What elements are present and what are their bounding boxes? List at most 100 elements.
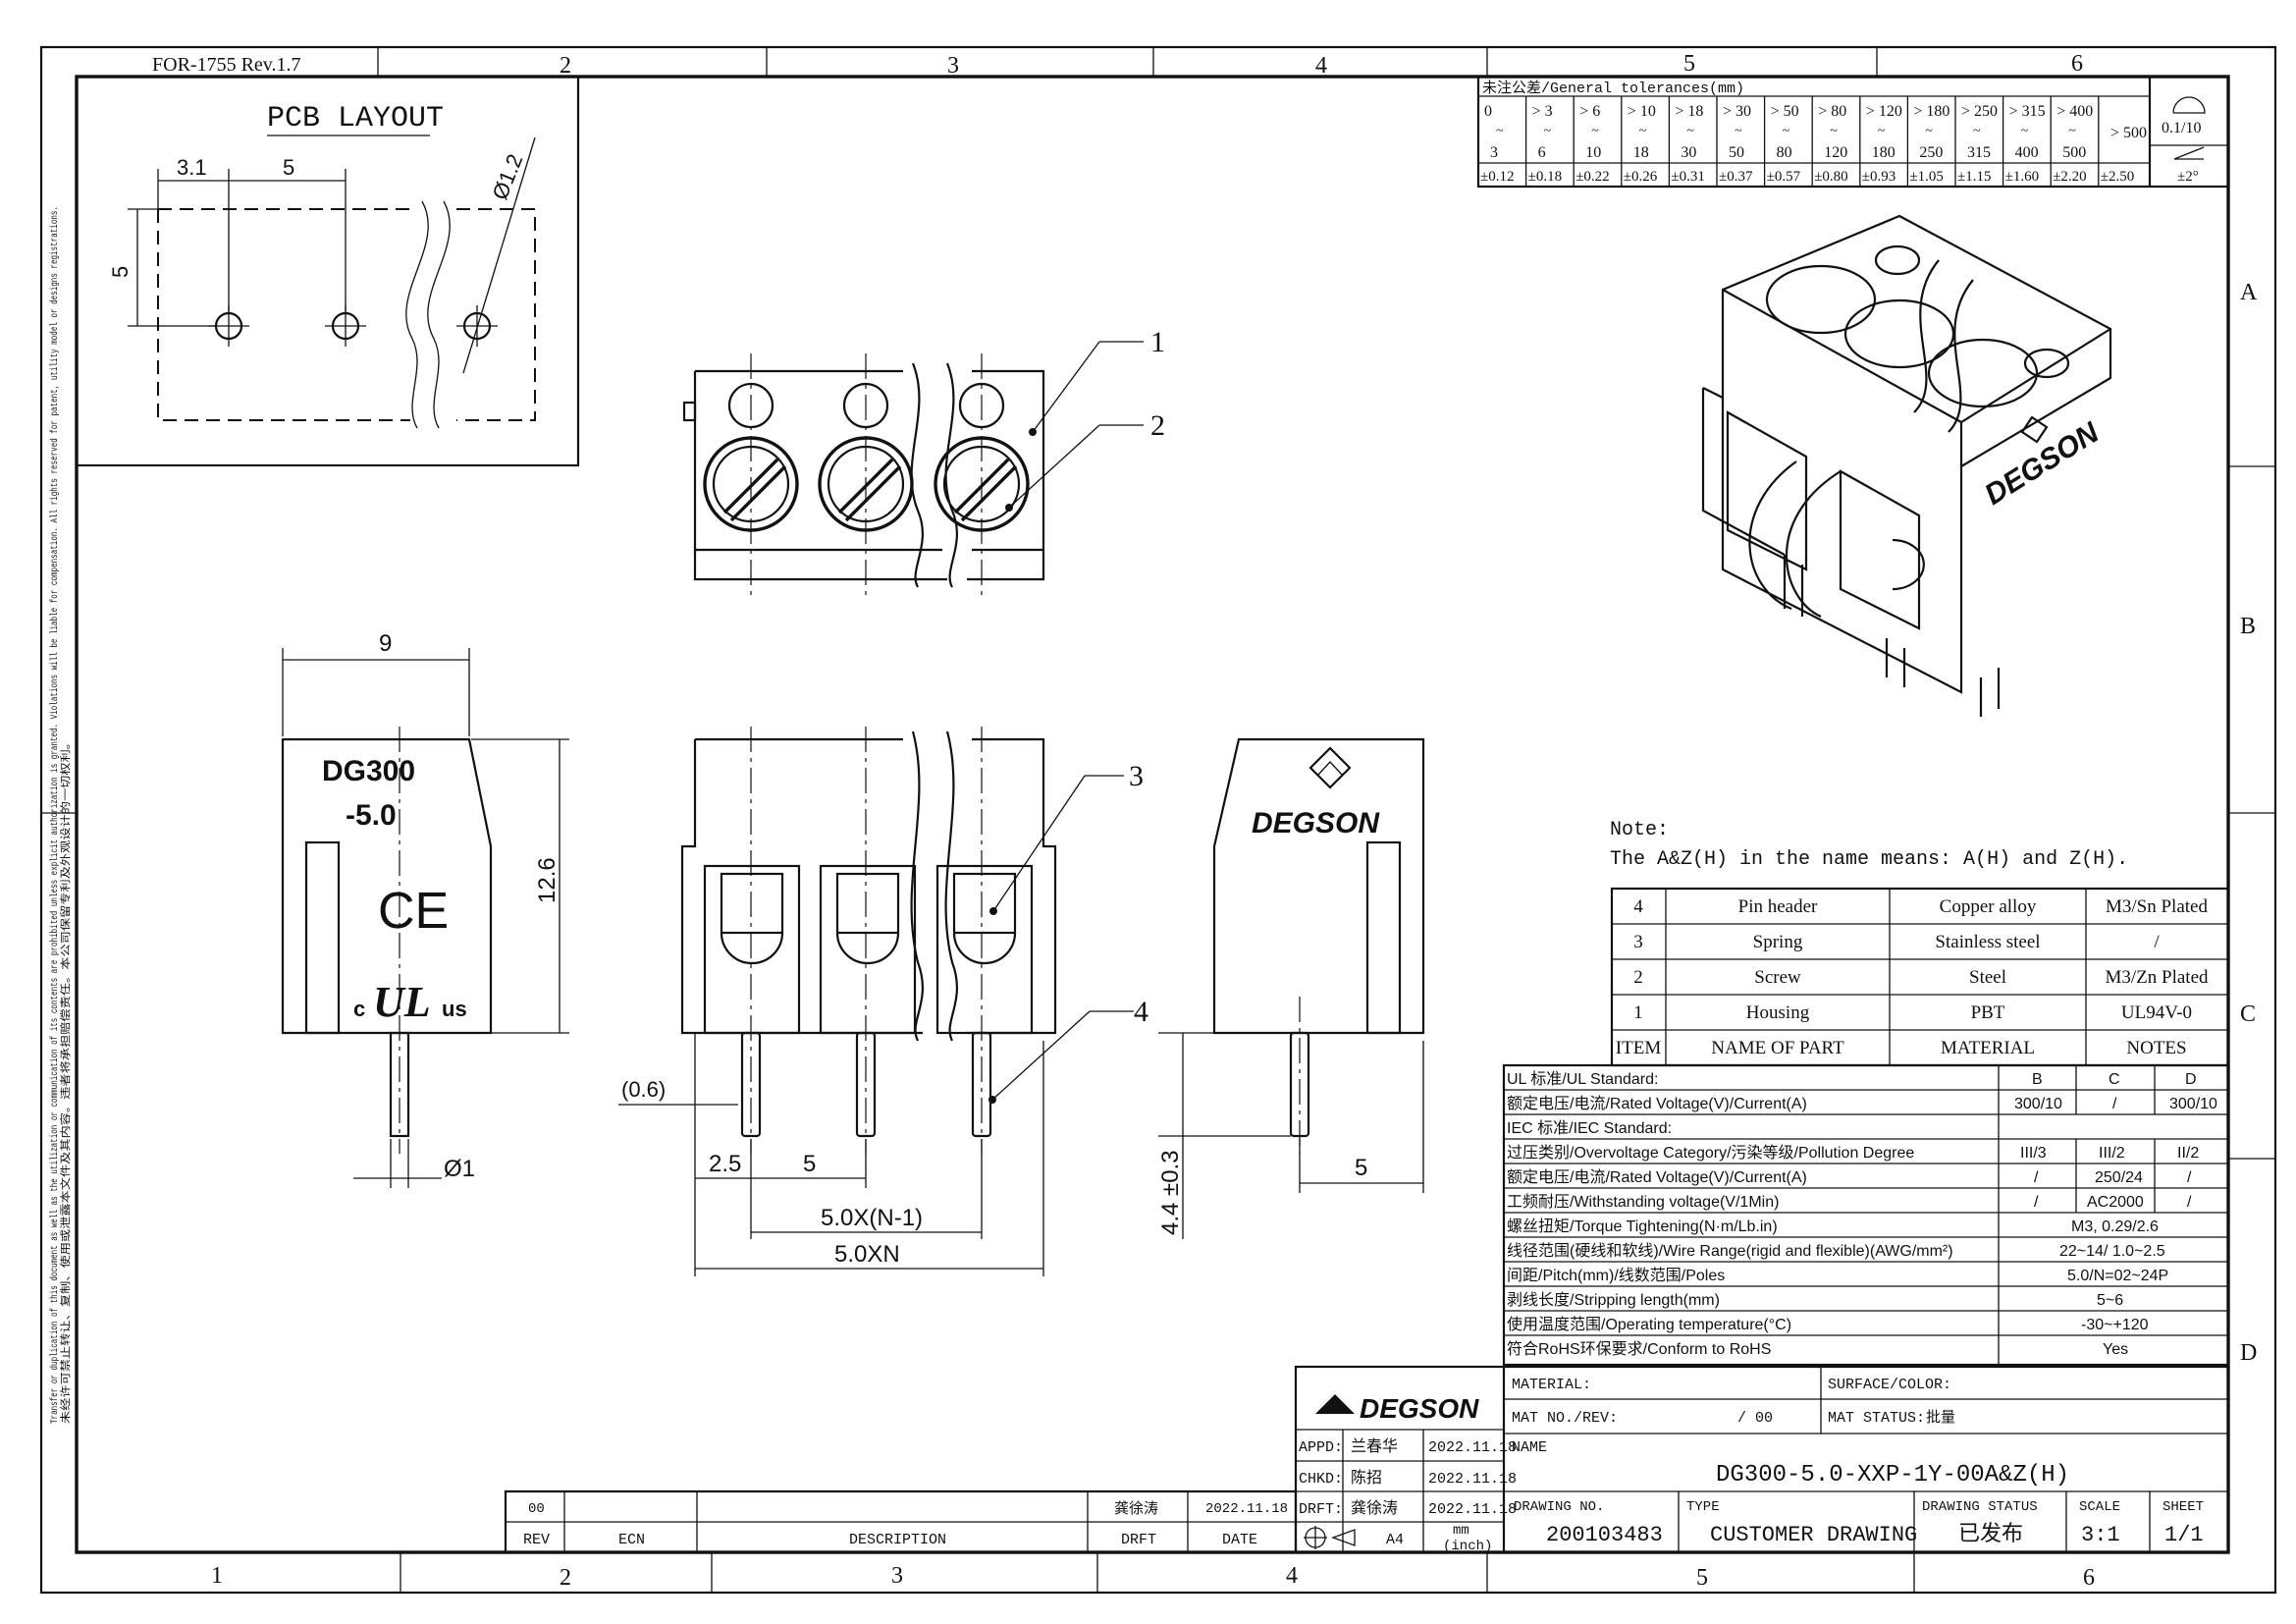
name-label: NAME [1512,1439,1547,1456]
zone-col-5-top: 5 [1683,51,1695,77]
tol-value: ±1.05 [1909,169,1943,185]
spec-pitch: 5.0/N=02~24P [2067,1268,2168,1284]
tol-range-tilde: ~ [1591,124,1599,138]
spec-ul-label: UL 标准/UL Standard: [1507,1070,1658,1088]
form-code: FOR-1755 Rev.1.7 [152,54,300,76]
tol-range-low: > 3 [1532,103,1553,120]
zone-col-2-top: 2 [560,53,571,79]
tol-range-low: > 30 [1723,103,1751,120]
zone-col-4-bottom: 4 [1286,1563,1298,1589]
tol-value: ±2.20 [2053,169,2086,185]
tol-range-high: 10 [1585,144,1601,161]
units-inch: (inch) [1443,1539,1492,1554]
tol-value: ±0.80 [1814,169,1847,185]
bom-material: PBT [1971,1002,2005,1023]
tol-value: ±1.15 [1957,169,1991,185]
zone-col-4-top: 4 [1315,53,1327,79]
tol-value: ±2.50 [2101,169,2134,185]
bom-part-name: Housing [1746,1002,1810,1023]
cert-c-mark: c [353,997,365,1021]
dim-side-5: 5 [1355,1155,1367,1181]
bom-item: 1 [1633,1002,1643,1023]
tolerance-table: 0~3±0.12> 3~6±0.18> 6~10±0.22> 10~18±0.2… [1476,75,2230,189]
tol-range-high: 180 [1872,144,1896,161]
note-text: The A&Z(H) in the name means: A(H) and Z… [1610,848,2128,871]
tol-range-tilde: ~ [1496,124,1504,138]
title-block [1294,1365,2230,1554]
tol-range-tilde: ~ [1544,124,1552,138]
spec-table [1502,1063,2230,1367]
dim-width: 9 [379,630,392,657]
bom-notes: / [2154,932,2160,952]
callout-3: 3 [1129,760,1144,792]
end-view-left: DG300 -5.0 CE c UL us 9 12.6 Ø1 [281,630,569,1188]
side-view-brand: DEGSON [1252,807,1380,839]
tol-range-high: 80 [1777,144,1792,161]
bom-item: 3 [1633,932,1643,952]
bom-part-name: Spring [1753,932,1803,952]
tol-range-tilde: ~ [1878,124,1886,138]
spec-overvoltage-B: III/3 [2020,1145,2047,1162]
spec-col-D: D [2185,1071,2197,1088]
zone-col-1-bottom: 1 [211,1563,223,1589]
title-brand: DEGSON [1360,1393,1479,1424]
spec-iec-rating-C: 250/24 [2095,1169,2143,1186]
spec-pitch-label: 间距/Pitch(mm)/线数范围/Poles [1507,1267,1725,1284]
tol-value: ±0.26 [1624,169,1658,185]
bom-table [1610,887,2230,1067]
bom-part-name-header: NAME OF PART [1711,1038,1844,1058]
tol-range-low: > 18 [1675,103,1703,120]
tol-flatness: 0.1/10 [2162,120,2201,136]
tol-range-low: 0 [1484,103,1492,120]
zone-row-C: C [2240,1001,2256,1027]
spec-ul-rating-B: 300/10 [2014,1096,2062,1112]
isometric-brand: DEGSON [1979,415,2106,512]
zone-col-2-bottom: 2 [560,1565,571,1591]
front-view: 3 4 (0.6) 2.5 5 5.0X(N-1) 5.0XN [618,727,1148,1276]
tol-range-tilde: ~ [2068,124,2076,138]
spec-iec-label: IEC 标准/IEC Standard: [1507,1119,1672,1137]
dim-25: 2.5 [709,1151,741,1177]
tol-range-low: > 400 [2056,103,2093,120]
sheet-size: A4 [1386,1532,1404,1548]
rev-value: 00 [528,1501,545,1517]
isometric-view: DEGSON [1701,214,2112,717]
rev-header-description: DESCRIPTION [849,1532,946,1548]
appd-label: APPD: [1299,1439,1343,1456]
drft-date: 2022.11.18 [1428,1501,1517,1518]
spec-torque: M3, 0.29/2.6 [2071,1218,2159,1235]
zone-row-B: B [2240,614,2256,639]
type-label: TYPE [1686,1499,1720,1515]
callout-2: 2 [1150,409,1165,442]
tol-range-high: 6 [1538,144,1546,161]
tol-angle: ±2° [2177,169,2199,185]
appd-name: 兰春华 [1351,1437,1398,1455]
angle-symbol-icon [2173,146,2205,160]
zone-col-5-bottom: 5 [1696,1565,1708,1591]
zone-row-D: D [2240,1340,2257,1366]
spec-overvoltage-label: 过压类别/Overvoltage Category/污染等级/Pollution… [1507,1144,1914,1162]
scale-value: 3:1 [2081,1523,2120,1547]
bom-item: 2 [1633,967,1643,988]
tol-range-high: 3 [1490,144,1498,161]
side-notice-en: Transfer or duplication of this document… [49,206,61,1424]
spec-rohs: Yes [2103,1341,2128,1358]
spec-col-B: B [2032,1071,2043,1088]
zone-col-6-bottom: 6 [2083,1565,2095,1591]
chkd-date: 2022.11.18 [1428,1471,1517,1488]
tol-range-tilde: ~ [1973,124,1981,138]
spec-ul-rating-C: / [2112,1096,2117,1112]
rev-drft-value: 龚徐涛 [1114,1500,1158,1517]
spec-overvoltage-D: II/2 [2177,1145,2199,1162]
spec-torque-label: 螺丝扭矩/Torque Tightening(N·m/Lb.in) [1507,1218,1778,1235]
bom-material: Stainless steel [1935,932,2040,952]
spec-iec-rating-label: 额定电压/电流/Rated Voltage(V)/Current(A) [1507,1168,1807,1186]
tol-range-tilde: ~ [2021,124,2029,138]
dim-pitch-n1: 5.0X(N-1) [821,1205,923,1231]
drft-name: 龚徐涛 [1351,1499,1398,1517]
bom-part-name: Screw [1754,967,1801,988]
spec-withstand-D: / [2187,1194,2192,1211]
drawing-no: 200103483 [1546,1523,1663,1547]
tol-range-low: > 120 [1866,103,1902,120]
